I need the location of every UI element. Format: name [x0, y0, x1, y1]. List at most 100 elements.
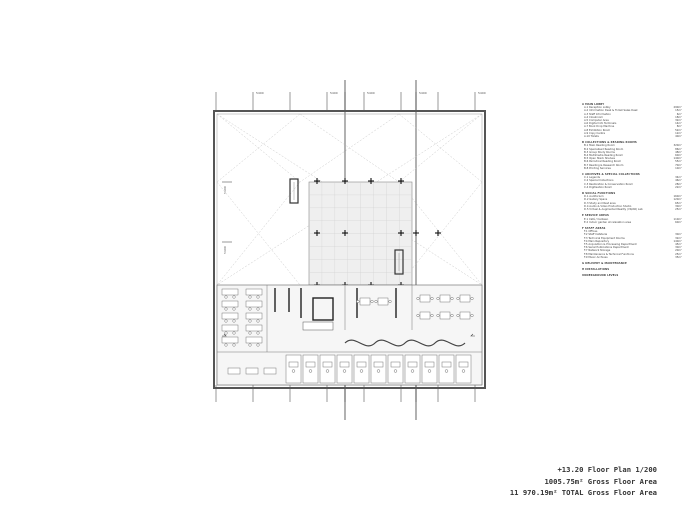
legend-room-area: 48m²	[675, 150, 682, 154]
chair	[256, 343, 260, 347]
legend-room-area: 140m²	[673, 239, 682, 243]
section-markers	[222, 333, 475, 337]
table	[359, 297, 371, 306]
chair	[232, 331, 236, 335]
legend-room-area: 32m²	[675, 236, 682, 240]
legend-room-name: D.5 Virtual & Augmented Reality (VR/AR) …	[584, 208, 643, 212]
legend-section-title: B COLLECTIONS & READING ROOMS	[582, 141, 637, 145]
legend-room-area: 35m²	[675, 255, 682, 259]
legend-room-name: A.5 Computer Area	[584, 119, 609, 123]
chair	[224, 295, 228, 299]
chair	[470, 314, 474, 318]
office-chair	[444, 369, 449, 373]
grid-top-label: 5400	[367, 91, 375, 95]
desk	[221, 312, 239, 320]
grid-left-label: 5400	[223, 186, 227, 194]
legend-room-name: B.5 Open Stack Shelves	[584, 157, 615, 161]
office-desk	[339, 361, 350, 368]
atrium-void	[216, 113, 483, 286]
office-chair	[308, 369, 313, 373]
desk	[245, 324, 263, 332]
legend-section-title: H INSTALLATIONS	[582, 268, 610, 272]
service-counter	[344, 339, 466, 347]
legend-room-area: 6m²	[676, 112, 682, 116]
office-room	[455, 354, 472, 384]
legend-room-name: B.1 Main Reading Room	[584, 144, 615, 148]
chair	[450, 314, 454, 318]
west-workstations	[221, 288, 263, 347]
chair	[248, 295, 252, 299]
legend-room-area: 160m²	[673, 195, 682, 199]
chair	[370, 300, 374, 304]
legend-room-area: 30m²	[675, 233, 682, 237]
office-room	[421, 354, 438, 384]
legend-room-area: 8m²	[676, 125, 682, 129]
chair	[256, 307, 260, 311]
legend-room-name: C.3 Restoration & Conservation Room	[584, 182, 634, 186]
lounge-table	[227, 367, 241, 375]
grid-top-label: 5400	[478, 91, 486, 95]
office-desk	[390, 361, 401, 368]
office-room	[370, 354, 387, 384]
legend-room-area: 60m²	[675, 220, 682, 224]
legend-room-name: A.9 Copy Centre	[584, 131, 606, 135]
legend-room-area: 70m²	[675, 163, 682, 167]
chair	[224, 307, 228, 311]
legend-row: F.1 Offices	[582, 230, 682, 233]
chair	[256, 319, 260, 323]
grid-axes: 54005400540054005400540054005400	[215, 80, 486, 420]
desk	[245, 312, 263, 320]
legend-room-name: A.7 Book Drop Machine	[584, 125, 615, 129]
legend-room-name: B.8 Printing Services	[584, 166, 611, 170]
office-desk	[322, 361, 333, 368]
table	[439, 311, 451, 320]
chair	[232, 295, 236, 299]
chair	[224, 331, 228, 335]
legend-room-name: A.1 Reception Lobby	[584, 106, 611, 110]
office-desk	[424, 361, 435, 368]
grid-top-label: 5400	[419, 91, 427, 95]
chair	[256, 295, 260, 299]
office-desk	[356, 361, 367, 368]
legend-room-area: 32m²	[675, 119, 682, 123]
legend-room-name: B.6 Periodical Reading Room	[584, 160, 622, 164]
chair	[248, 343, 252, 347]
office-chair	[427, 369, 432, 373]
office-desk	[441, 361, 452, 368]
grid-top-label: 5400	[330, 91, 338, 95]
chair	[456, 314, 460, 318]
table	[459, 294, 471, 303]
legend-room-name: D.3 Study and Rest area	[584, 201, 616, 205]
legend-row: A.9 Copy Centre 12m²	[582, 132, 682, 135]
chair	[232, 307, 236, 311]
chair	[248, 307, 252, 311]
plan-captions: +13.20 Floor Plan 1/200 1005.75m² Gross …	[510, 464, 657, 499]
office-chair	[291, 369, 296, 373]
chair	[248, 331, 252, 335]
legend-section-title: A MAIN LOBBY	[582, 103, 605, 106]
legend-room-area: 30m²	[675, 204, 682, 208]
legend-room-name: E.2 Indoor garden at relaxation area	[584, 220, 632, 224]
table	[377, 297, 389, 306]
legend-room-name: B.2 Specialised Reading Room	[584, 147, 624, 151]
legend-room-area: 12m²	[675, 131, 682, 135]
lounge-table	[245, 367, 259, 375]
core-walls	[274, 288, 397, 321]
legend-room-area: 120m²	[673, 198, 682, 202]
office-desk	[288, 361, 299, 368]
desk	[221, 300, 239, 308]
legend-row: D.5 Virtual & Augmented Reality (VR/AR) …	[582, 208, 682, 211]
chair	[416, 314, 420, 318]
legend-room-name: B.4 Multimedia Reading Room	[584, 154, 624, 158]
office-room	[285, 354, 302, 384]
